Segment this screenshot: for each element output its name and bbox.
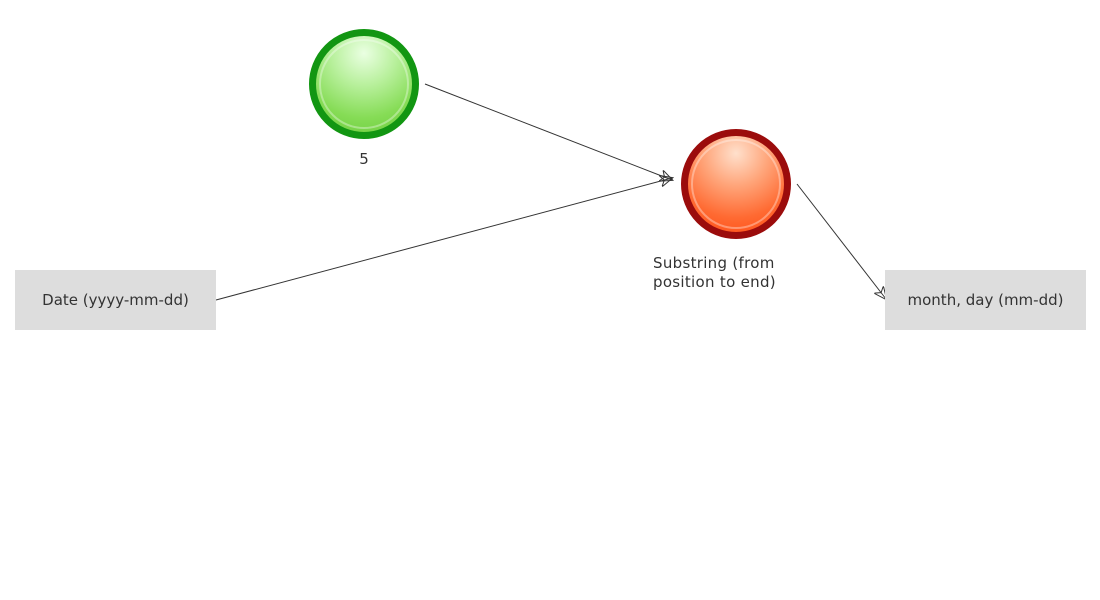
input-box-label: Date (yyyy-mm-dd): [42, 291, 189, 309]
function-node-label: Substring (from position to end): [653, 254, 813, 292]
constant-node[interactable]: [309, 29, 419, 139]
input-box-date[interactable]: Date (yyyy-mm-dd): [15, 270, 216, 330]
node-highlight: [691, 139, 781, 229]
node-highlight: [319, 39, 409, 129]
edge-function-to-output: [796, 183, 886, 299]
constant-node-label: 5: [359, 150, 369, 168]
edge-constant-to-function: [424, 83, 672, 180]
output-box-label: month, day (mm-dd): [907, 291, 1064, 309]
function-node-substring[interactable]: [681, 129, 791, 239]
edge-input-to-function: [215, 178, 672, 301]
function-node-label-line1: Substring (from: [653, 254, 775, 272]
function-node-label-line2: position to end): [653, 273, 776, 291]
output-box-month-day[interactable]: month, day (mm-dd): [885, 270, 1086, 330]
